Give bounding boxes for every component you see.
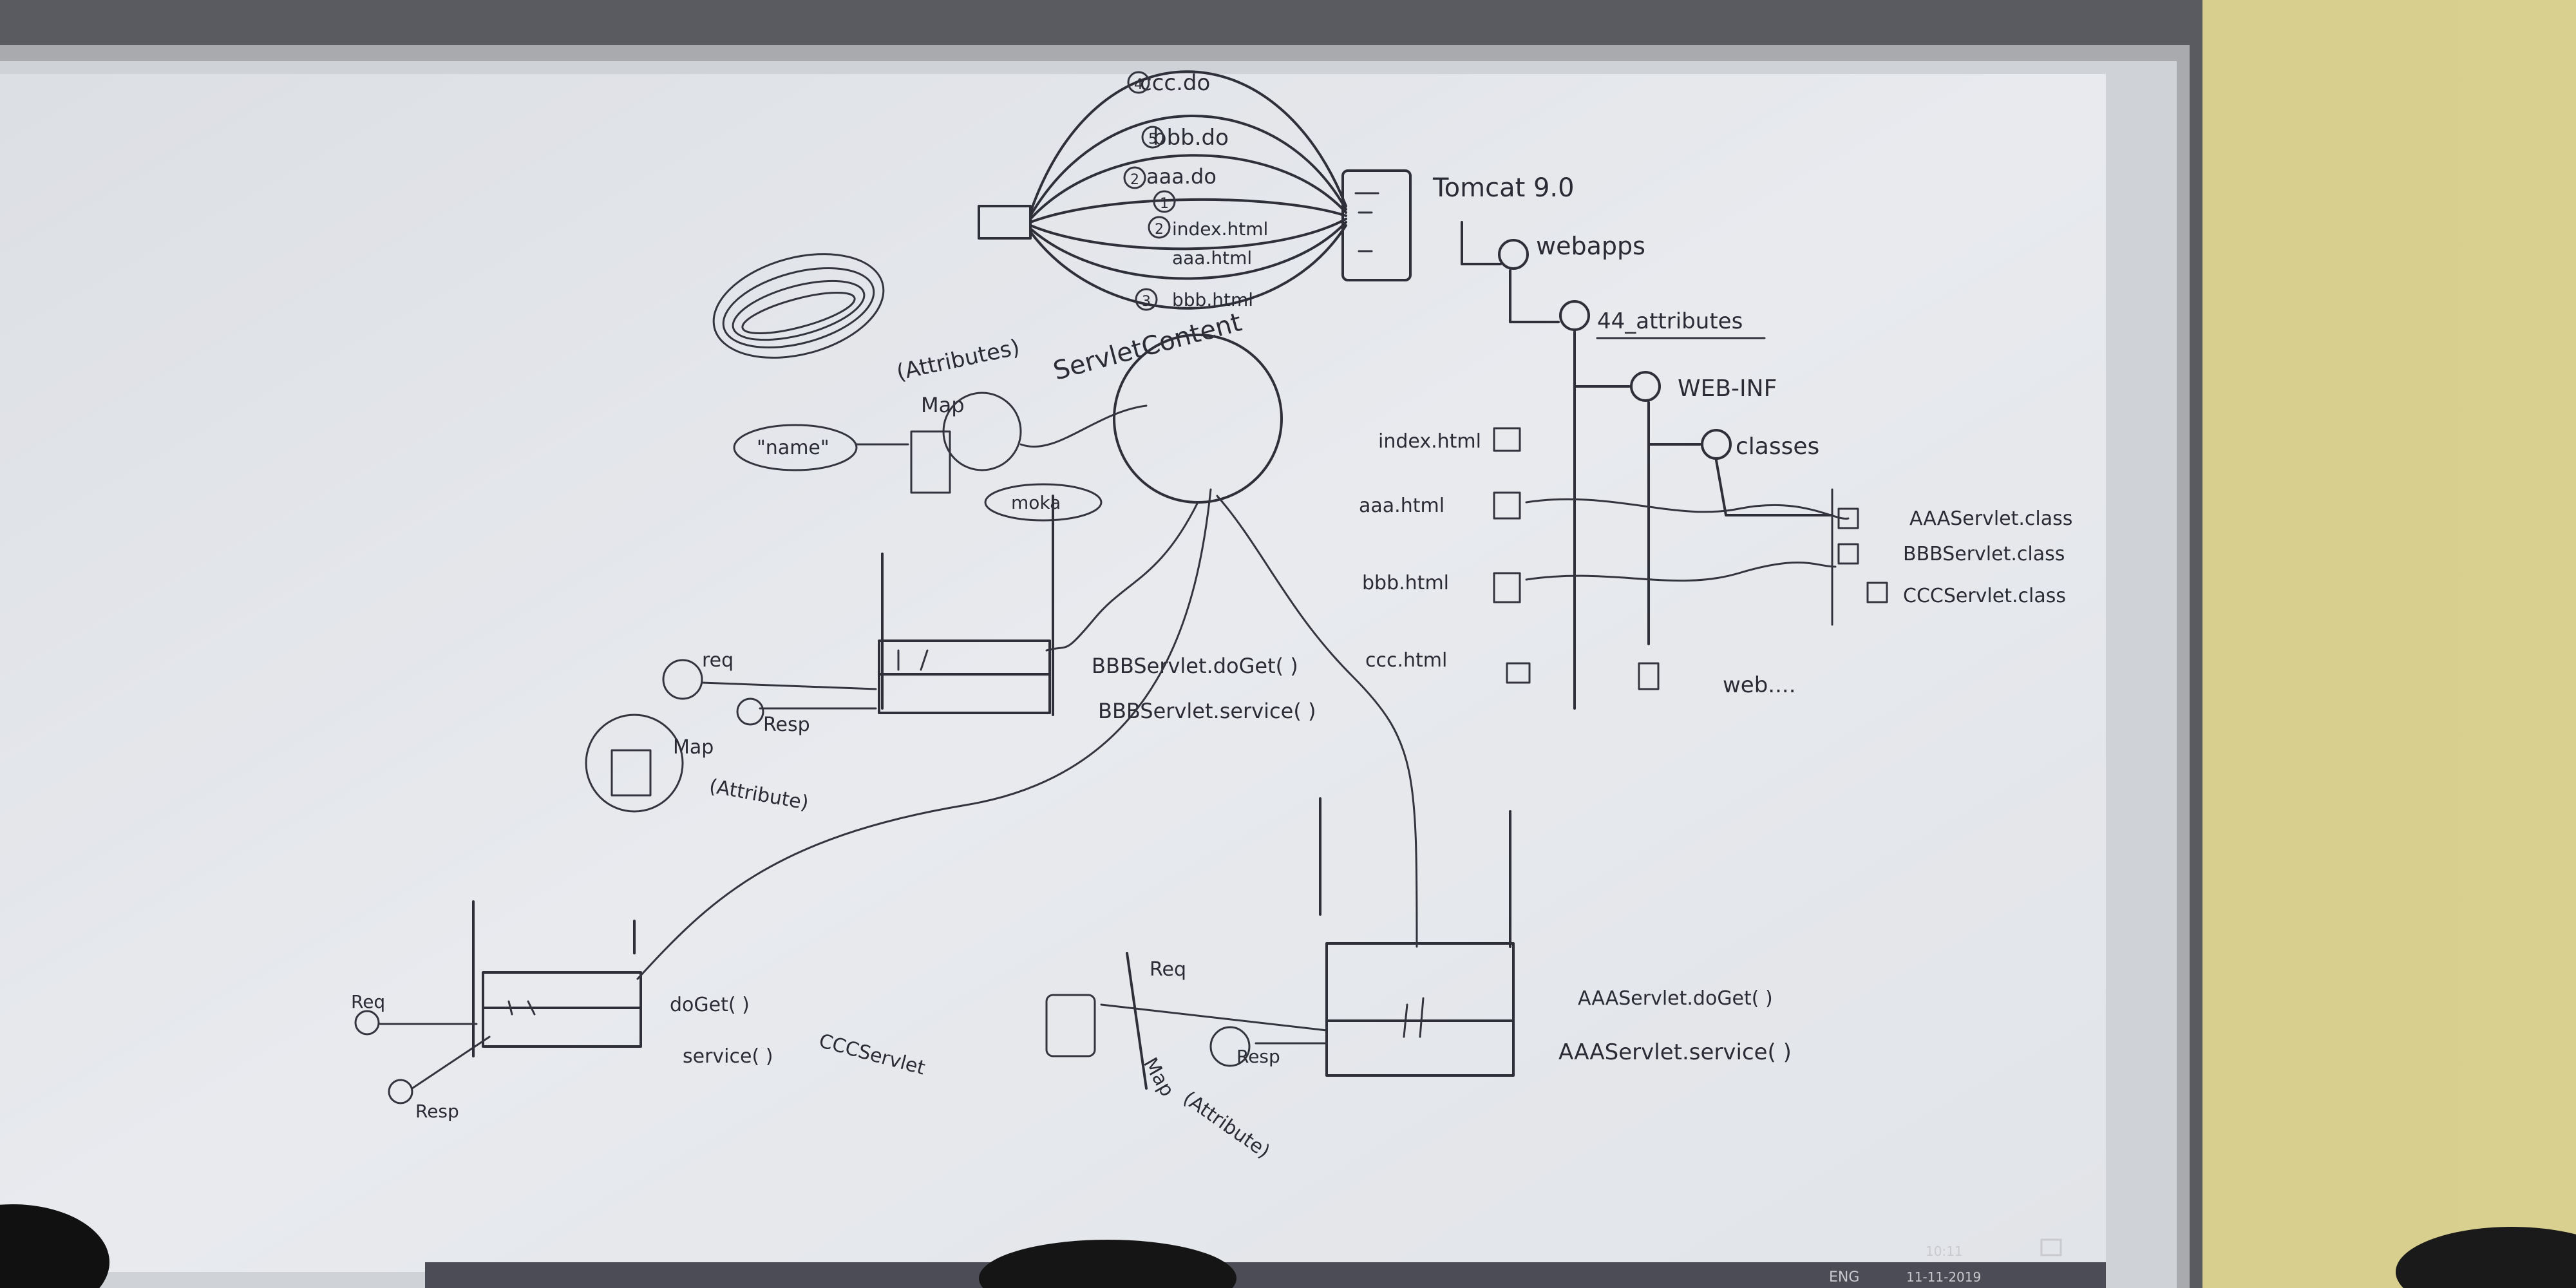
bbb-doget: BBBServlet.doGet( ) [1092, 654, 1298, 678]
class-bbb: BBBServlet.class [1903, 543, 2065, 565]
ccc-service: service( ) [683, 1045, 773, 1068]
notification-icon[interactable] [2040, 1238, 2062, 1256]
marker-2b: 2 [1155, 222, 1164, 238]
file-bbb-html: bbb.html [1362, 572, 1449, 594]
ccc-req: Req [351, 991, 385, 1012]
ccc-doget: doGet( ) [670, 994, 750, 1016]
marker-2a: 2 [1130, 172, 1139, 188]
arc-ccc-do: ccc.do [1140, 70, 1210, 96]
arc-index-html: index.html [1172, 218, 1268, 240]
marker-1: 1 [1160, 196, 1169, 212]
app-folder: 44_attributes [1597, 308, 1743, 334]
request-arcs [978, 70, 1412, 310]
ccc-servlet-block [472, 488, 1212, 1057]
ccc-resp: Resp [415, 1101, 459, 1122]
aaa-doget: AAAServlet.doGet( ) [1578, 987, 1773, 1010]
bbb-servlet-block [878, 495, 1199, 716]
file-ccc-html: ccc.html [1365, 649, 1447, 672]
aaa-servlet-block [1216, 495, 1515, 1077]
bbb-map: Map [673, 736, 714, 759]
bbb-service: BBBServlet.service( ) [1098, 699, 1316, 723]
taskbar-date: 11-11-2019 [1906, 1269, 1981, 1285]
arc-aaa-do: aaa.do [1146, 164, 1217, 189]
arc-aaa-html: aaa.html [1172, 247, 1252, 269]
file-index-html: index.html [1378, 430, 1481, 453]
web-xml: web.... [1723, 672, 1796, 698]
webinf-folder: WEB-INF [1678, 375, 1777, 402]
class-aaa: AAAServlet.class [1909, 507, 2072, 530]
audience-head-center [979, 1240, 1236, 1288]
audience-head-left [0, 1204, 109, 1288]
marker-5: 5 [1148, 131, 1157, 147]
arc-bbb-html: bbb.html [1172, 289, 1253, 310]
tomcat-label: Tomcat 9.0 [1432, 173, 1575, 203]
marker-4: 4 [1134, 77, 1143, 93]
classes-folder: classes [1736, 433, 1819, 460]
class-ccc: CCCServlet.class [1903, 585, 2066, 607]
file-aaa-html: aaa.html [1359, 495, 1444, 517]
arc-bbb-do: bbb.do [1153, 125, 1229, 151]
taskbar-lang: ENG [1829, 1269, 1859, 1285]
taskbar [425, 1262, 2106, 1288]
map-label-top: Map [921, 393, 965, 417]
webapps-folder: webapps [1536, 232, 1645, 260]
bbb-req: req [702, 649, 734, 672]
arc-markers [1123, 71, 1176, 311]
attr-name-key: "name" [757, 437, 829, 459]
html-class-mappings [1525, 498, 1850, 582]
aaa-service: AAAServlet.service( ) [1558, 1039, 1792, 1065]
bbb-resp: Resp [763, 714, 810, 736]
taskbar-time: 10:11 [1926, 1244, 1963, 1259]
aaa-resp: Resp [1236, 1046, 1280, 1067]
scribble [712, 253, 885, 359]
aaa-req: Req [1150, 958, 1186, 981]
audience-head-right [2396, 1227, 2576, 1288]
marker-3: 3 [1142, 294, 1151, 310]
